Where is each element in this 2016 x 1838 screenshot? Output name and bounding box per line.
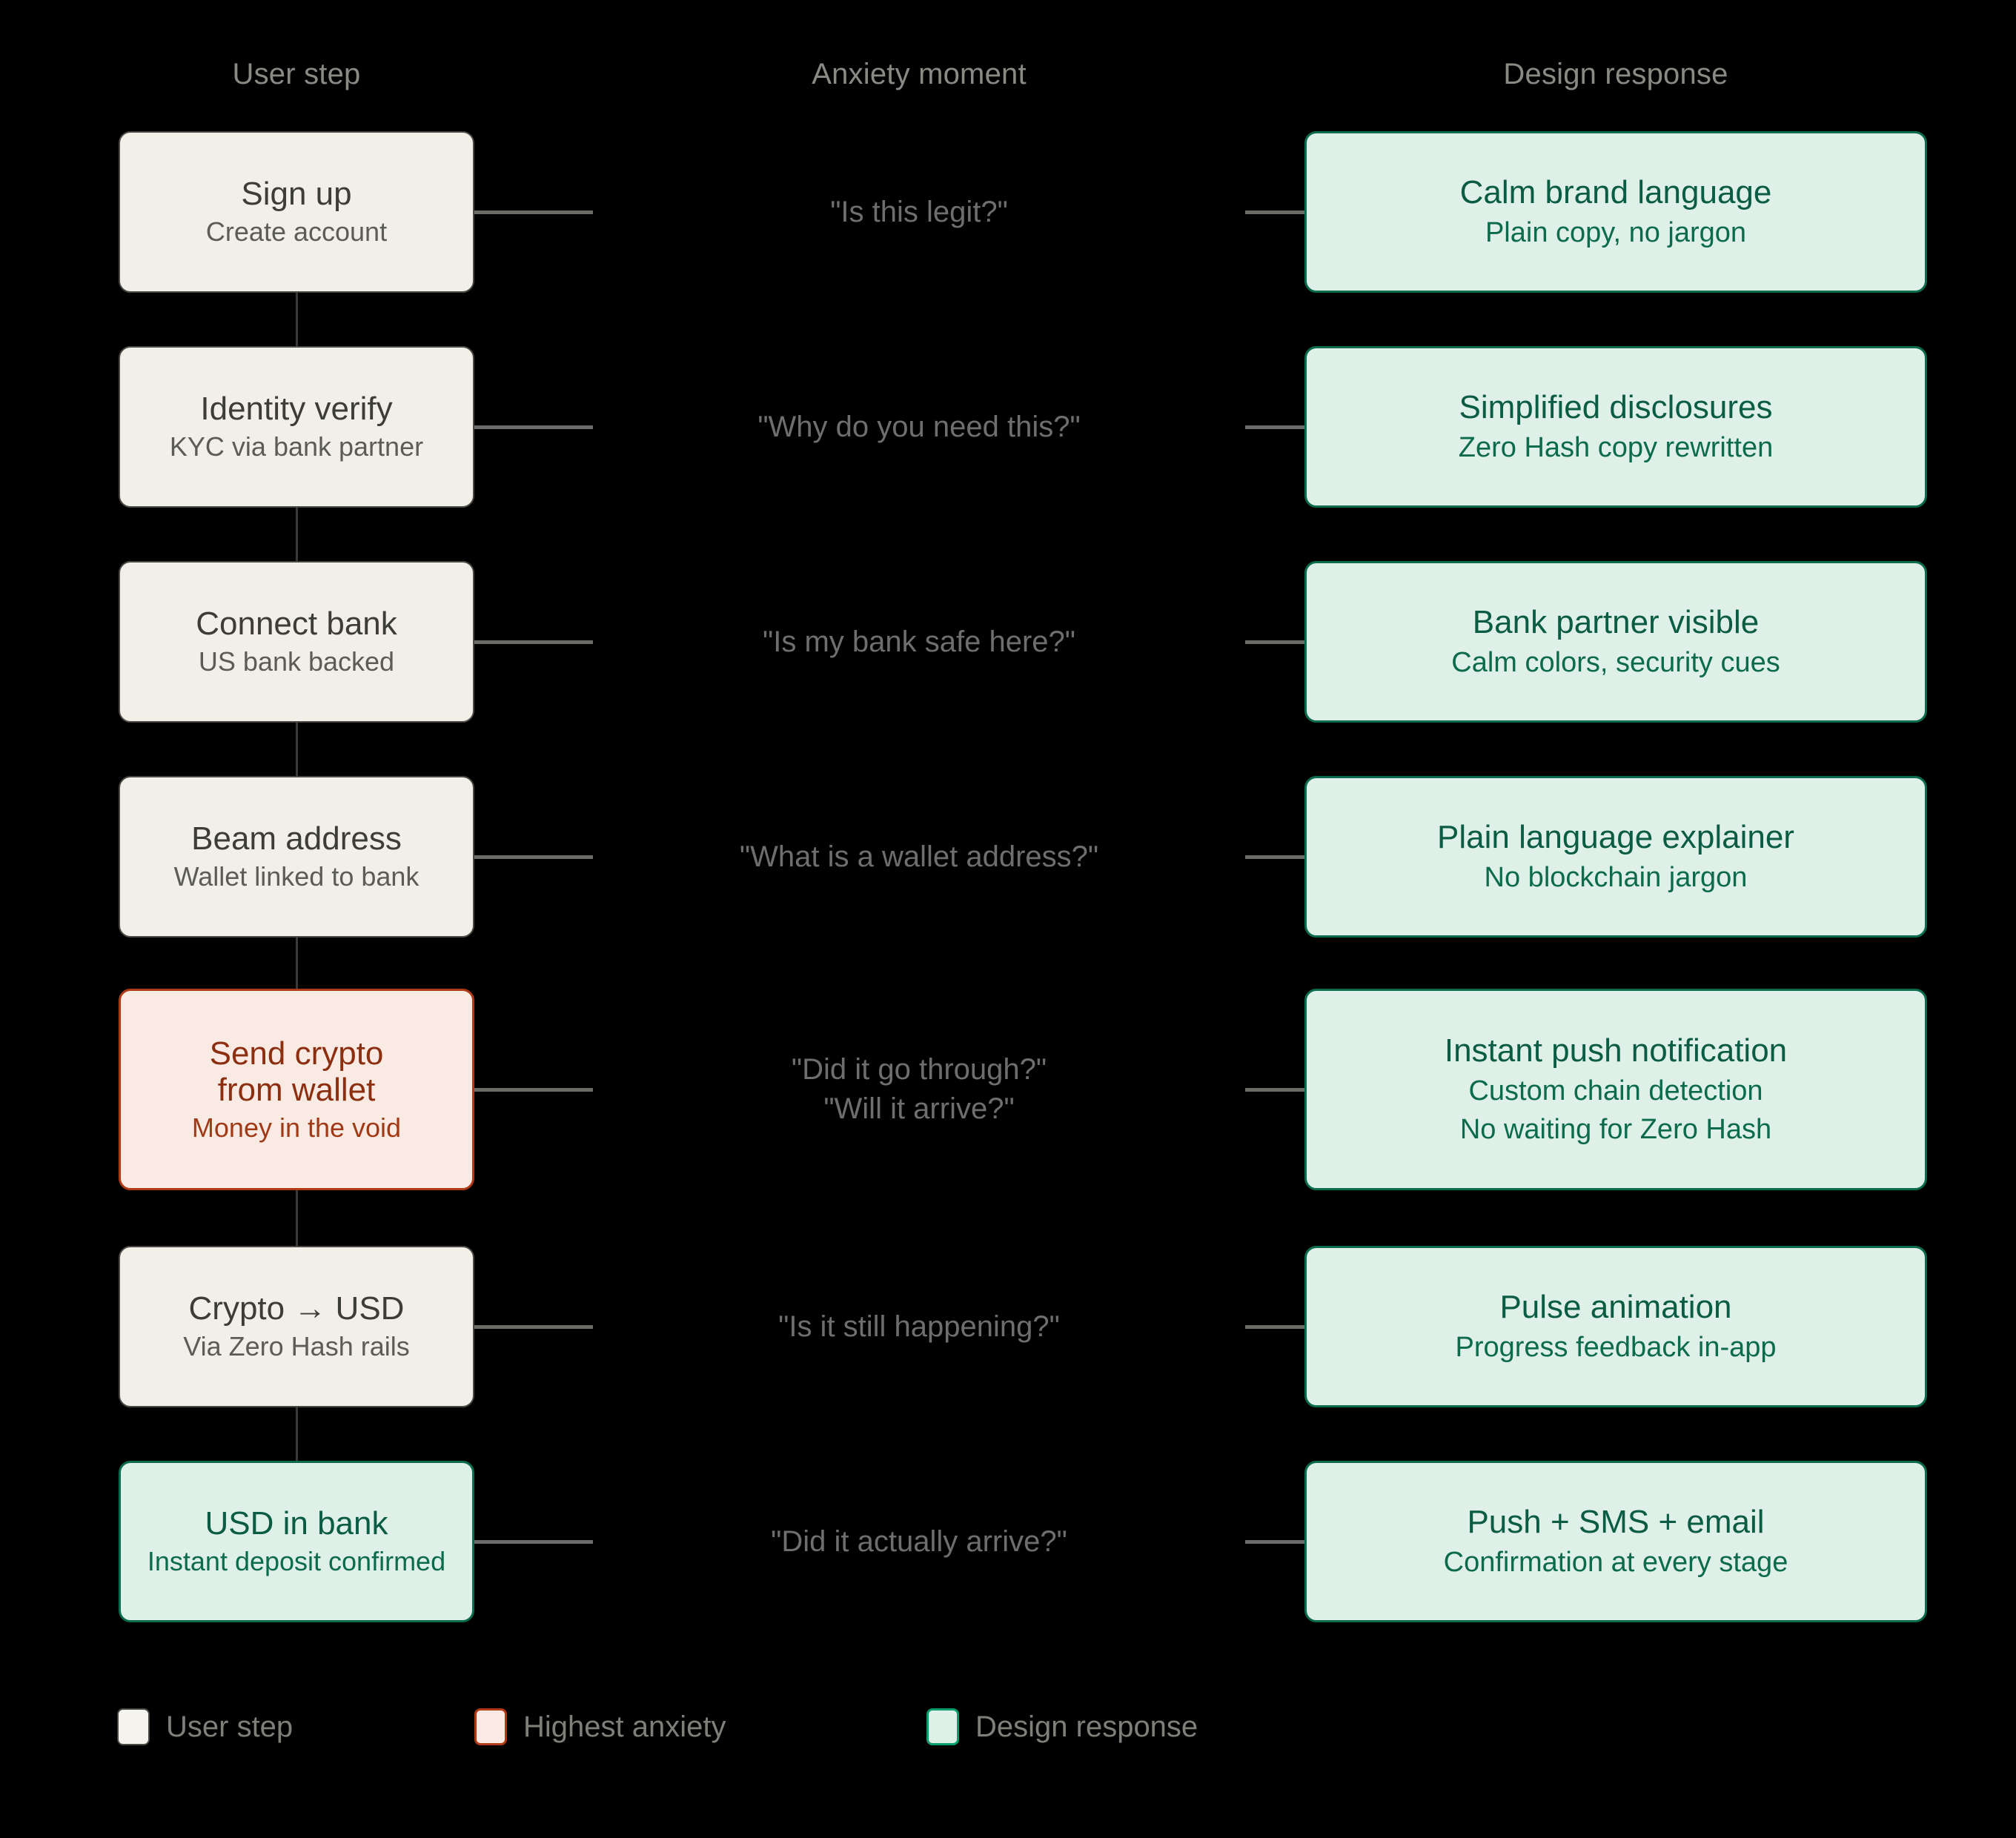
legend-item-0: User step [117,1705,293,1749]
step-sub-2-line-0: US bank backed [198,646,395,677]
legend: User step Highest anxiety Design response [0,1705,2016,1771]
connector-step-to-anxiety-5 [474,1325,593,1329]
connector-anxiety-to-response-1 [1245,425,1304,429]
connector-step-to-anxiety-2 [474,640,593,644]
column-header-user-step: User step [232,58,361,90]
response-title-0-line-0: Calm brand language [1459,173,1772,210]
vertical-connector-5 [296,1190,298,1246]
vertical-connector-6 [296,1407,298,1461]
anxiety-line-4-1: "Will it arrive?" [823,1092,1015,1125]
response-title-1-line-0: Simplified disclosures [1459,388,1773,425]
connector-anxiety-to-response-6 [1245,1540,1304,1544]
connector-step-to-anxiety-0 [474,210,593,214]
vertical-connector-3 [296,723,298,776]
response-title-5-line-0: Pulse animation [1499,1288,1732,1325]
legend-swatch-success [926,1708,959,1745]
legend-swatch-danger [474,1708,507,1745]
anxiety-moment-3: "What is a wallet address?" [740,837,1098,877]
vertical-connector-2 [296,508,298,561]
step-title-6-line-0: USD in bank [205,1505,388,1542]
step-title-2-line-0: Connect bank [196,606,397,643]
legend-label-0: User step [166,1710,294,1743]
legend-label-1: Highest anxiety [523,1710,726,1743]
connector-anxiety-to-response-0 [1245,210,1304,214]
step-title-5-line-0: Crypto → USD [188,1290,405,1327]
step-title-0-line-0: Sign up [241,176,352,213]
anxiety-moment-5: "Is it still happening?" [778,1307,1060,1347]
vertical-connector-1 [296,293,298,346]
legend-item-2: Design response [926,1705,1198,1749]
anxiety-line-3-0: "What is a wallet address?" [739,840,1099,873]
column-header-design-response: Design response [1503,58,1728,90]
anxiety-line-4-0: "Did it go through?" [791,1053,1047,1086]
response-sub-0-line-0: Plain copy, no jargon [1485,216,1747,248]
anxiety-line-6-0: "Did it actually arrive?" [771,1525,1067,1558]
step-title-1-line-0: Identity verify [200,391,393,428]
anxiety-moment-1: "Why do you need this?" [757,408,1080,447]
response-box-3[interactable]: Plain language explainer No blockchain ja… [1304,776,1927,938]
response-title-3-line-0: Plain language explainer [1437,818,1794,855]
response-sub-1-line-0: Zero Hash copy rewritten [1458,431,1774,463]
legend-label-2: Design response [975,1710,1198,1743]
step-sub-5-line-0: Via Zero Hash rails [183,1331,410,1362]
step-sub-3-line-0: Wallet linked to bank [173,861,420,892]
response-sub-4-line-0: Custom chain detection [1468,1075,1763,1107]
connector-anxiety-to-response-2 [1245,640,1304,644]
connector-step-to-anxiety-4 [474,1088,593,1092]
vertical-connector-4 [296,938,298,989]
connector-anxiety-to-response-5 [1245,1325,1304,1329]
anxiety-moment-4: "Did it go through?" "Will it arrive?" [792,1050,1047,1129]
anxiety-moment-6: "Did it actually arrive?" [771,1522,1067,1562]
response-title-4-line-0: Instant push notification [1444,1032,1788,1069]
connector-step-to-anxiety-6 [474,1540,593,1544]
step-sub-6-line-0: Instant deposit confirmed [147,1546,446,1577]
step-box-5[interactable]: Crypto → USD Via Zero Hash rails [119,1246,474,1407]
anxiety-line-1-0: "Why do you need this?" [757,410,1081,443]
connector-step-to-anxiety-1 [474,425,593,429]
column-header-anxiety-moment: Anxiety moment [812,58,1027,90]
connector-step-to-anxiety-3 [474,855,593,859]
response-sub-2-line-0: Calm colors, security cues [1451,646,1780,678]
response-sub-6-line-0: Confirmation at every stage [1443,1546,1788,1578]
step-sub-0-line-0: Create account [205,216,388,248]
response-sub-4-line-1: No waiting for Zero Hash [1459,1114,1772,1146]
step-title-3-line-0: Beam address [191,820,402,857]
response-title-2-line-0: Bank partner visible [1472,603,1760,640]
anxiety-moment-0: "Is this legit?" [830,193,1008,232]
step-sub-1-line-0: KYC via bank partner [169,431,424,462]
anxiety-moment-2: "Is my bank safe here?" [763,623,1075,662]
anxiety-line-0-0: "Is this legit?" [830,195,1008,228]
legend-item-1: Highest anxiety [474,1705,726,1749]
anxiety-line-2-0: "Is my bank safe here?" [763,625,1075,658]
response-sub-3-line-0: No blockchain jargon [1484,861,1748,893]
response-title-6-line-0: Push + SMS + email [1467,1503,1765,1540]
step-title-4-line-1: from wallet [217,1071,376,1108]
legend-swatch-neutral [117,1708,150,1745]
step-title-4-line-0: Send crypto [209,1035,384,1072]
connector-anxiety-to-response-3 [1245,855,1304,859]
anxiety-line-5-0: "Is it still happening?" [778,1310,1060,1343]
response-sub-5-line-0: Progress feedback in-app [1455,1331,1777,1363]
connector-anxiety-to-response-4 [1245,1088,1304,1092]
step-sub-4-line-0: Money in the void [191,1112,402,1144]
